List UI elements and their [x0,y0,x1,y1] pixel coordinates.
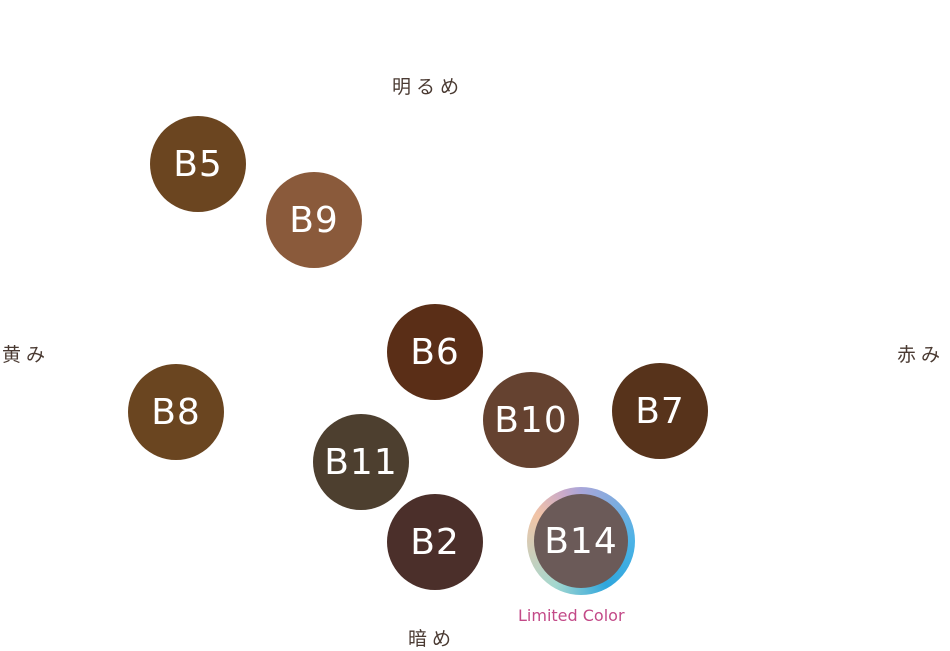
shade-b5[interactable]: B5 [150,116,246,212]
limited-color-label: Limited Color [518,606,625,625]
shade-b8[interactable]: B8 [128,364,224,460]
shade-b10[interactable]: B10 [483,372,579,468]
shade-b2[interactable]: B2 [387,494,483,590]
axis-label-top: 明るめ [392,76,465,98]
shade-label: B2 [410,521,460,563]
shade-label: B5 [173,143,223,185]
shade-b6[interactable]: B6 [387,304,483,400]
axis-label-right: 赤み [897,344,946,366]
axis-label-bottom: 暗め [408,628,457,650]
shade-label: B8 [151,391,201,433]
shade-label: B7 [635,390,685,432]
shade-label: B6 [410,331,460,373]
shade-label: B9 [289,199,339,241]
shade-b9[interactable]: B9 [266,172,362,268]
axis-label-left: 黄み [2,344,51,366]
shade-b7[interactable]: B7 [612,363,708,459]
shade-b14[interactable]: B14 [534,494,628,588]
shade-b11[interactable]: B11 [313,414,409,510]
shade-label: B14 [544,520,618,562]
shade-label: B11 [324,441,398,483]
shade-label: B10 [494,399,568,441]
